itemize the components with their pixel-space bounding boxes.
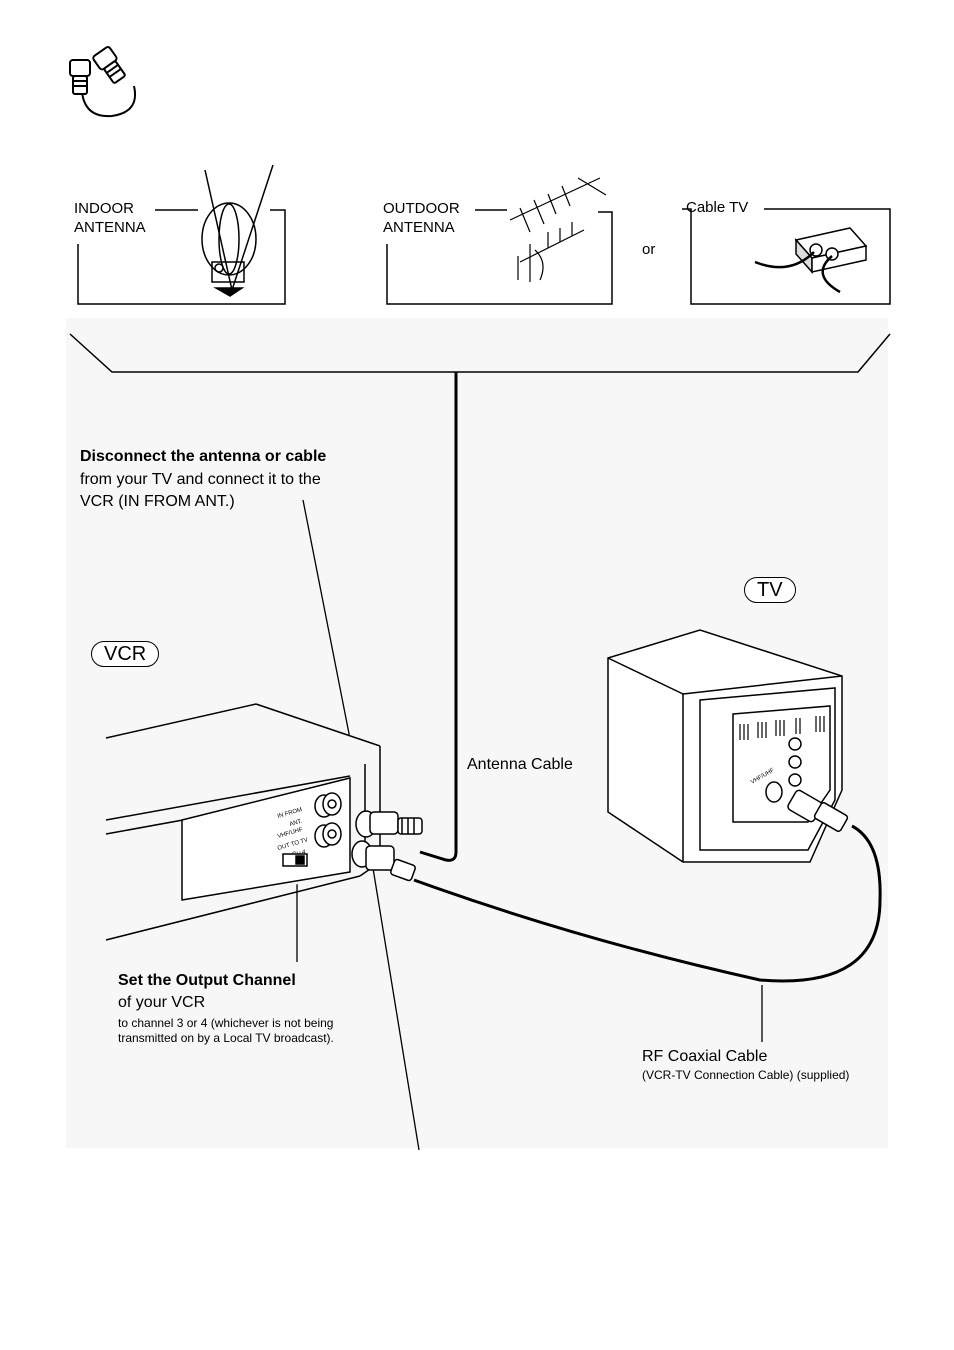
output-channel-line-3: transmitted on by a Local TV broadcast). xyxy=(118,1031,334,1045)
disconnect-line-1: from your TV and connect it to the xyxy=(80,471,321,488)
vcr-antenna-connector xyxy=(355,810,423,838)
antenna-cable xyxy=(419,372,458,862)
or-label: or xyxy=(642,241,656,258)
vcr-unit xyxy=(105,703,381,941)
vcr-in-terminal xyxy=(314,792,342,818)
vcr-out-terminal xyxy=(314,822,342,848)
tv-set xyxy=(607,629,843,863)
vcr-rf-connector xyxy=(351,840,416,882)
vcr-ch4-label: 4 xyxy=(302,850,306,856)
rf-cable-subtitle: (VCR-TV Connection Cable) (supplied) xyxy=(642,1068,850,1082)
rf-cable-title: RF Coaxial Cable xyxy=(642,1048,768,1065)
tv-rf-connector xyxy=(787,789,849,832)
tv-vents xyxy=(739,716,825,740)
output-channel-title: Set the Output Channel xyxy=(118,972,296,989)
indoor-antenna-label-1: INDOOR xyxy=(74,200,134,217)
source-bracket xyxy=(69,333,891,373)
cable-tv-label: Cable TV xyxy=(686,199,749,216)
disconnect-title: Disconnect the antenna or cable xyxy=(80,448,327,465)
rf-coaxial-cable xyxy=(413,824,882,983)
indoor-antenna-box xyxy=(77,209,286,305)
cable-tv-box xyxy=(682,208,891,305)
vcr-ant-label: ANT. xyxy=(289,818,303,827)
output-channel-line-2: to channel 3 or 4 (whichever is not bein… xyxy=(118,1016,334,1030)
indoor-antenna-label-2: ANTENNA xyxy=(74,219,146,236)
tv-badge: TV xyxy=(744,577,796,603)
outdoor-antenna-icon xyxy=(509,177,607,282)
cable-tv-splitter-icon xyxy=(754,227,868,294)
outdoor-antenna-label-1: OUTDOOR xyxy=(383,200,460,217)
vcr-badge: VCR xyxy=(91,641,160,667)
sources-background xyxy=(66,158,888,318)
outdoor-antenna-box xyxy=(386,209,613,305)
outdoor-antenna-label-2: ANTENNA xyxy=(383,219,455,236)
bottom-pointer-line xyxy=(371,861,420,1151)
coaxial-cable-icon xyxy=(69,46,136,118)
antenna-cable-label: Antenna Cable xyxy=(467,756,573,773)
vcr-terminals xyxy=(282,792,342,867)
indoor-antenna-icon xyxy=(201,164,274,297)
disconnect-line-2: VCR (IN FROM ANT.) xyxy=(80,493,235,510)
output-channel-line-1: of your VCR xyxy=(118,994,206,1011)
